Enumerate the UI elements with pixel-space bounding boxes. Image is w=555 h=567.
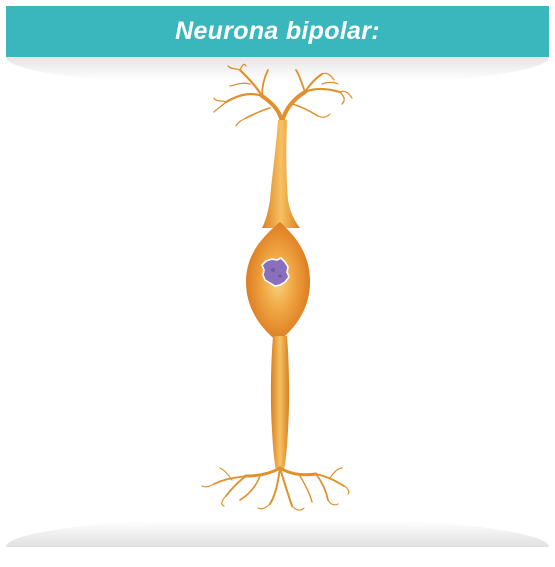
- top-dendrites: [213, 63, 353, 127]
- title-bar: Neurona bipolar:: [6, 6, 549, 57]
- axon-terminals: [201, 466, 350, 511]
- page-title: Neurona bipolar:: [175, 17, 380, 45]
- lower-axon: [270, 336, 290, 470]
- upper-process: [262, 120, 300, 228]
- nucleus: [261, 257, 290, 287]
